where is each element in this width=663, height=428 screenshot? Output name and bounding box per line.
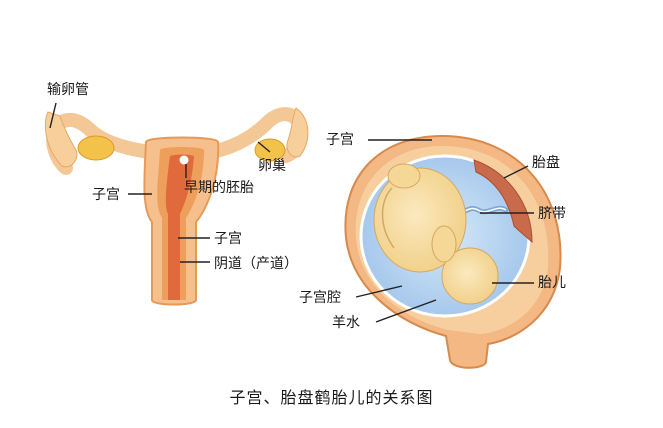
leader-ovary bbox=[257, 141, 271, 153]
right-fimbria bbox=[286, 107, 309, 158]
label-uterus: 子宫 bbox=[92, 187, 120, 203]
left-fimbria bbox=[44, 111, 78, 168]
leader-fallopian-tube bbox=[49, 102, 57, 129]
label-fallopian-tube: 输卵管 bbox=[47, 82, 89, 98]
leader-amniotic-fluid bbox=[375, 299, 437, 323]
early-embryo bbox=[178, 154, 190, 166]
placenta bbox=[473, 159, 533, 244]
label-uterine-cavity: 子宫腔 bbox=[299, 290, 341, 306]
label-right-uterus: 子宫 bbox=[326, 132, 354, 148]
left-ovary bbox=[77, 135, 115, 161]
right-ovary bbox=[254, 138, 286, 162]
label-umbilical-cord: 脐带 bbox=[538, 206, 566, 222]
uterine-canal bbox=[165, 154, 194, 300]
label-fetus: 胎儿 bbox=[538, 275, 566, 291]
label-amniotic-fluid: 羊水 bbox=[332, 315, 360, 331]
diagram-caption: 子宫、胎盘鹤胎儿的关系图 bbox=[229, 388, 434, 407]
left-reproductive-diagram bbox=[44, 102, 309, 306]
fetus bbox=[373, 163, 499, 305]
label-placenta: 胎盘 bbox=[532, 155, 560, 171]
label-early-embryo: 早期的胚胎 bbox=[184, 180, 254, 196]
leader-uterine-cavity bbox=[355, 285, 403, 298]
label-cervix: 子宫 bbox=[214, 231, 242, 247]
right-pregnancy-diagram bbox=[344, 134, 562, 369]
label-ovary: 卵巢 bbox=[258, 158, 286, 174]
leader-placenta bbox=[503, 165, 529, 179]
label-vagina: 阴道（产道） bbox=[214, 256, 298, 272]
